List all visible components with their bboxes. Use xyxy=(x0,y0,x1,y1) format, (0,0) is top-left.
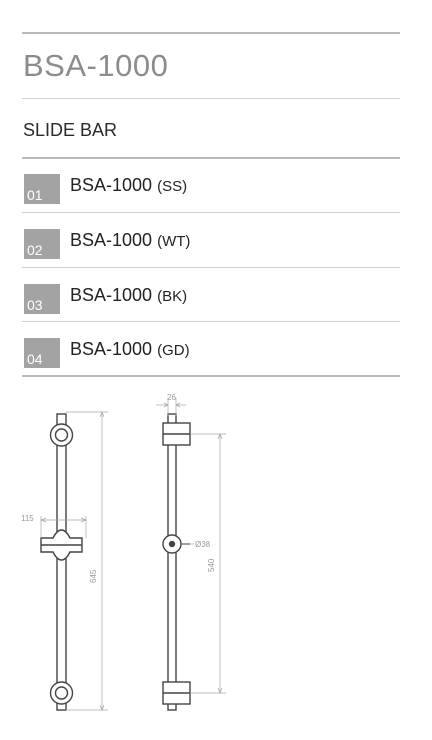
spacing-dimension: 540 xyxy=(207,558,216,572)
bracket-dimension: 26 xyxy=(167,393,176,402)
list-top-rule xyxy=(22,157,400,159)
height-dimension: 645 xyxy=(89,569,98,583)
model-title: BSA-1000 xyxy=(23,48,169,83)
side-view xyxy=(162,413,191,711)
variant-name: BSA-1000 (BK) xyxy=(70,285,188,305)
list-divider xyxy=(22,267,400,268)
variant-item: 04 BSA-1000 (GD) xyxy=(22,322,400,376)
top-holder-inner xyxy=(54,428,69,442)
bottom-holder-inner xyxy=(54,686,69,700)
width-dimension: 115 xyxy=(21,514,34,523)
top-rule xyxy=(22,32,400,34)
variant-name: BSA-1000 (WT) xyxy=(70,230,191,250)
side-dimensions xyxy=(156,398,226,694)
variant-number-badge: 03 xyxy=(24,284,60,314)
variant-item: 01 BSA-1000 (SS) xyxy=(22,158,400,212)
title-rule xyxy=(22,98,400,99)
product-subtitle: SLIDE BAR xyxy=(23,120,118,140)
shower-holder-center xyxy=(168,540,176,548)
variant-number-badge: 01 xyxy=(24,174,60,204)
variant-name: BSA-1000 (SS) xyxy=(70,175,188,195)
technical-drawing: 115 645 26 Ø38 540 xyxy=(21,393,226,711)
variant-number-badge: 02 xyxy=(24,229,60,259)
list-divider xyxy=(22,321,400,322)
side-bar xyxy=(167,413,177,711)
variant-item: 03 BSA-1000 (BK) xyxy=(22,268,400,322)
diameter-dimension: Ø38 xyxy=(195,540,211,549)
variant-number-badge: 04 xyxy=(24,338,60,368)
variant-name: BSA-1000 (GD) xyxy=(70,339,190,359)
front-view xyxy=(40,413,83,711)
front-dimensions xyxy=(40,411,108,711)
front-bar xyxy=(56,413,67,711)
list-divider xyxy=(22,212,400,213)
bottom-holder xyxy=(49,681,74,705)
top-holder xyxy=(49,423,74,447)
variant-item: 02 BSA-1000 (WT) xyxy=(22,213,400,267)
list-bottom-rule xyxy=(22,375,400,377)
